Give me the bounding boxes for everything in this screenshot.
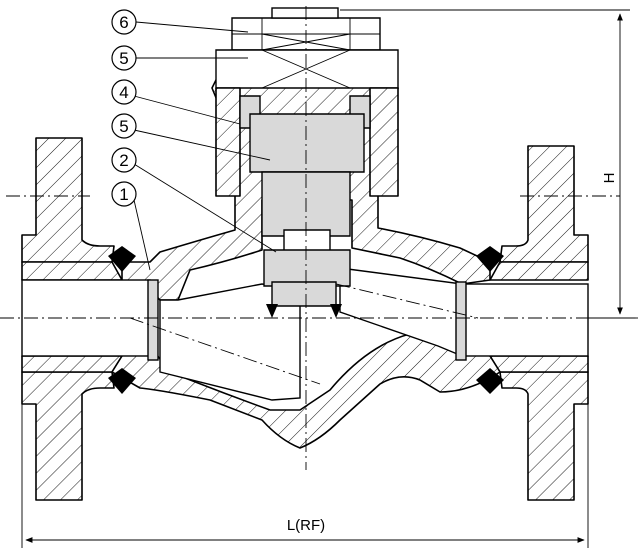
callout-5-lower: 5 — [111, 113, 137, 139]
dimension-height — [340, 9, 630, 319]
callout-1-number: 1 — [119, 185, 128, 204]
height-dimension-label: H — [601, 173, 618, 184]
callout-6-number: 6 — [119, 13, 128, 32]
callout-5-lower-number: 5 — [119, 117, 128, 136]
dimension-length — [21, 404, 589, 548]
callout-1: 1 — [111, 181, 137, 207]
length-dimension-label: L(RF) — [287, 517, 325, 534]
callout-4-number: 4 — [119, 83, 128, 102]
callout-5-upper: 5 — [111, 45, 137, 71]
weld-seals — [108, 246, 504, 394]
disc-assembly — [249, 113, 365, 318]
center-lines — [0, 6, 638, 470]
bonnet-assembly — [215, 7, 399, 197]
callout-leaders — [133, 21, 277, 271]
callout-2-number: 2 — [119, 151, 128, 170]
callout-2: 2 — [111, 147, 137, 173]
callout-6: 6 — [111, 9, 137, 35]
callout-4: 4 — [111, 79, 137, 105]
callout-5-upper-number: 5 — [119, 49, 128, 68]
